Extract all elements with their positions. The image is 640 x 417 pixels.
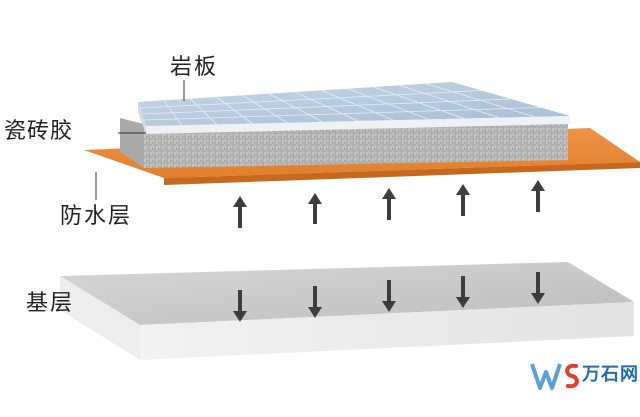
base-layer (60, 262, 634, 360)
downward-arrow (382, 280, 396, 312)
waterproof-layer-edge (164, 162, 640, 185)
stone-slab-tile-grid (139, 83, 541, 126)
stone-slab-front-edge (146, 116, 570, 134)
upward-arrow (233, 196, 247, 228)
downward-arrow (456, 276, 470, 308)
base-layer-side (60, 276, 140, 360)
waterproof-layer-label: 防水层 (60, 204, 133, 229)
base-layer-label: 基层 (26, 291, 75, 316)
base-layer-front (140, 302, 634, 360)
watermark-logo-swoosh (565, 363, 579, 389)
downward-arrow (308, 286, 322, 318)
tile-grid-line (139, 90, 482, 109)
watermark-logo (530, 363, 579, 390)
stone-slab (138, 82, 570, 134)
stone-slab-label: 岩板 (170, 55, 219, 80)
base-layer-top (60, 262, 634, 325)
upward-arrow (456, 184, 470, 216)
tile-grid-line (141, 98, 512, 115)
upward-arrow (308, 193, 322, 224)
watermark-text: 万石网 (582, 364, 639, 385)
tile-grid-line (143, 107, 541, 121)
downward-arrow (531, 272, 545, 304)
tile-adhesive-label: 瓷砖胶 (4, 119, 74, 144)
upward-arrows (233, 180, 545, 228)
upward-arrow (531, 180, 545, 212)
tile-adhesive-side (120, 118, 144, 168)
downward-arrow (233, 290, 247, 322)
stone-slab-side-edge (138, 102, 146, 134)
upward-arrow (382, 188, 396, 220)
watermark-logo-mark (530, 363, 562, 390)
downward-arrows (233, 272, 545, 322)
